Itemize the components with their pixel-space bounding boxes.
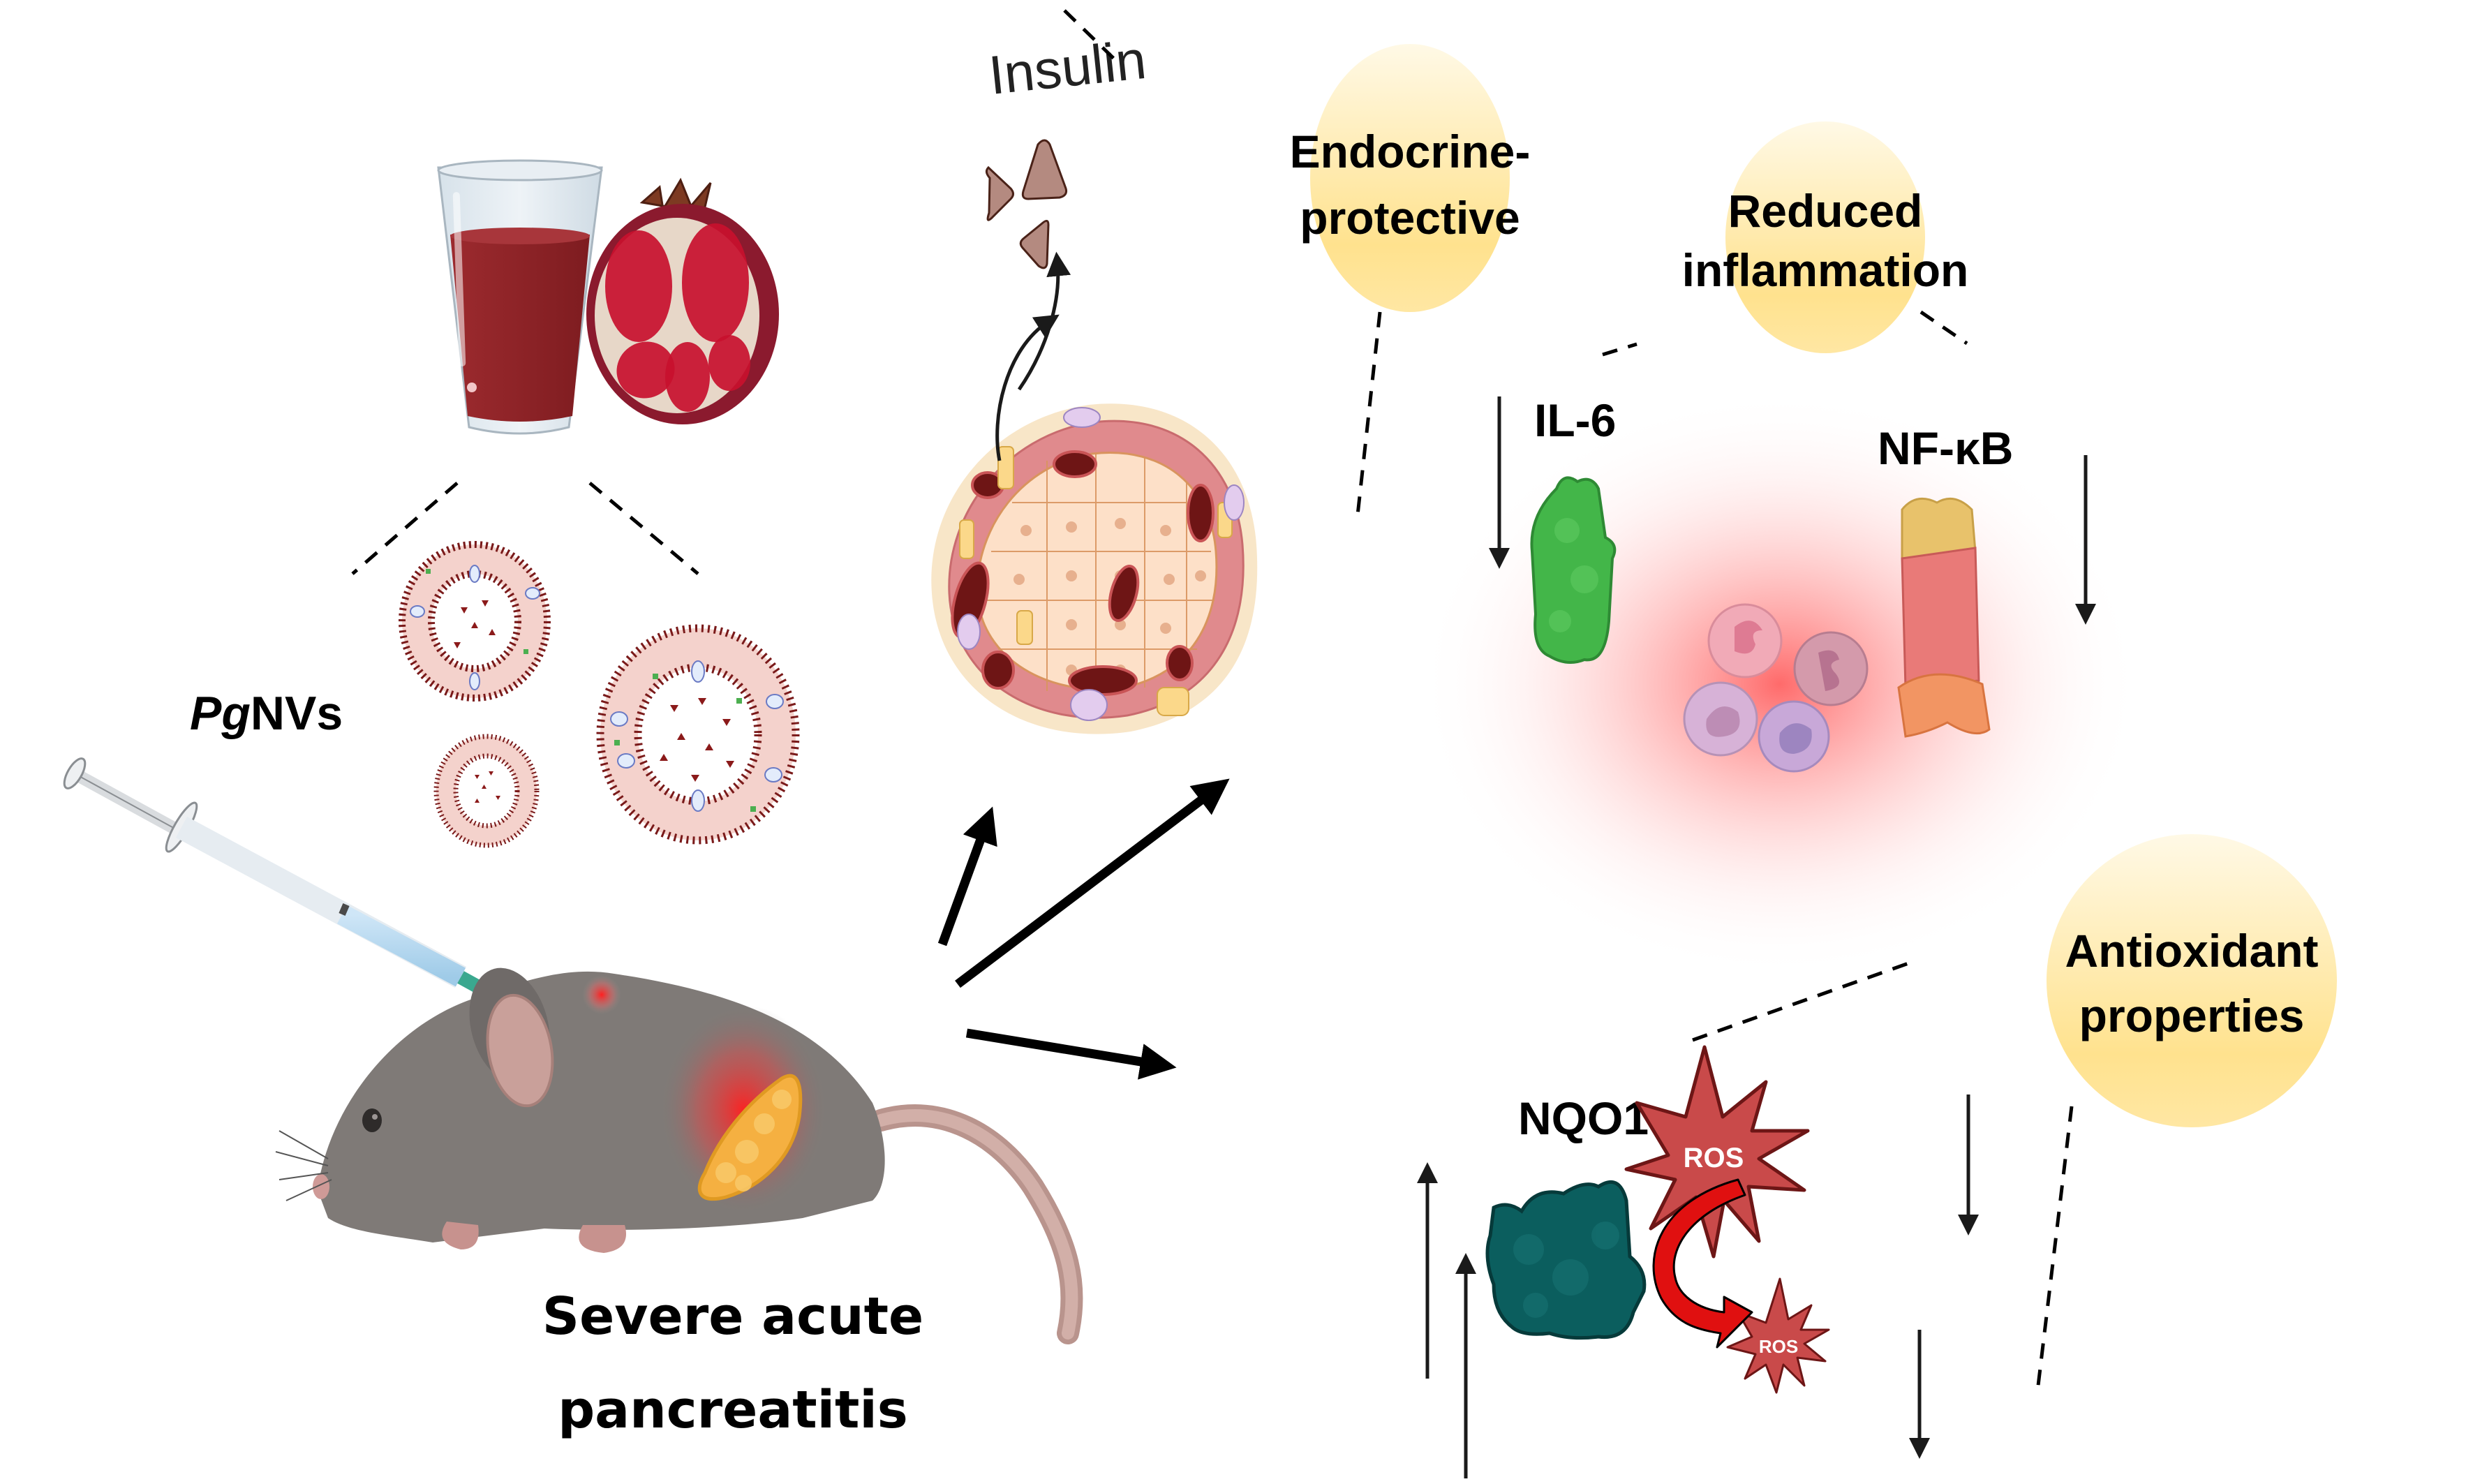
effect-bubble-endocrine: Endocrine- protective bbox=[1290, 44, 1531, 312]
nanovesicle-medium bbox=[399, 541, 551, 702]
pomegranate-illustration bbox=[586, 177, 779, 424]
arrow-islet-secretion bbox=[1017, 251, 1071, 391]
ros-large-icon: ROS bbox=[1624, 1045, 1810, 1259]
syringe-icon bbox=[63, 757, 570, 1037]
ros-small-icon: ROS bbox=[1726, 1277, 1830, 1394]
dashed-connector bbox=[1602, 342, 1637, 357]
il6-protein-icon bbox=[1530, 476, 1617, 664]
dashed-connector bbox=[1692, 960, 1913, 1042]
ros-label: ROS bbox=[1684, 1143, 1744, 1173]
effect-label-line2: inflammation bbox=[1682, 244, 1969, 296]
insulin-label: Insulin bbox=[986, 29, 1149, 106]
arrow-to-islet bbox=[937, 806, 997, 947]
nanovesicle-small bbox=[433, 734, 540, 848]
dashed-connector bbox=[1063, 9, 1118, 63]
pgnvs-label: PgNVs bbox=[190, 687, 343, 740]
ros-label: ROS bbox=[1759, 1336, 1798, 1357]
nanovesicle-large bbox=[596, 624, 800, 845]
arrow-to-antioxidant bbox=[965, 1028, 1177, 1080]
disease-label-line1: Severe acute bbox=[542, 1286, 923, 1346]
disease-label-line2: pancreatitis bbox=[558, 1380, 908, 1440]
effect-label-line1: Endocrine- bbox=[1290, 126, 1531, 177]
effect-label-line2: properties bbox=[2079, 990, 2305, 1041]
effect-bubble-inflammation: Reduced inflammation bbox=[1682, 121, 1969, 353]
arrow-to-inflammation bbox=[955, 778, 1230, 988]
pancreatic-islet-illustration bbox=[931, 403, 1258, 734]
mouse-illustration bbox=[275, 967, 1083, 1344]
dashed-connector bbox=[1919, 310, 1968, 346]
nqo1-label: NQO1 bbox=[1518, 1092, 1649, 1144]
effect-label-line2: protective bbox=[1300, 192, 1520, 244]
insulin-granules-icon bbox=[985, 139, 1068, 269]
effect-label-line1: Reduced bbox=[1728, 185, 1923, 237]
red-conversion-arrow-icon bbox=[1652, 1178, 1753, 1349]
immune-cells-illustration bbox=[1683, 603, 1869, 773]
injection-site bbox=[582, 975, 621, 1014]
nfkb-label: NF-κB bbox=[1878, 422, 2013, 474]
dashed-connector bbox=[1356, 311, 1382, 516]
arrow-islet-secretion bbox=[995, 314, 1060, 461]
juice-glass-illustration bbox=[437, 159, 603, 435]
il6-label: IL-6 bbox=[1534, 394, 1616, 446]
effect-bubble-antioxidant: Antioxidant properties bbox=[2047, 834, 2337, 1127]
nqo1-protein-icon bbox=[1485, 1180, 1647, 1340]
dashed-connector bbox=[351, 482, 459, 575]
effect-label-line1: Antioxidant bbox=[2065, 925, 2319, 977]
nfkb-protein-icon bbox=[1897, 497, 1991, 738]
pomegranate-arils bbox=[605, 223, 750, 412]
inflammation-glow bbox=[1417, 391, 2143, 977]
dashed-connector bbox=[588, 482, 699, 575]
dashed-connector bbox=[2036, 1106, 2074, 1386]
